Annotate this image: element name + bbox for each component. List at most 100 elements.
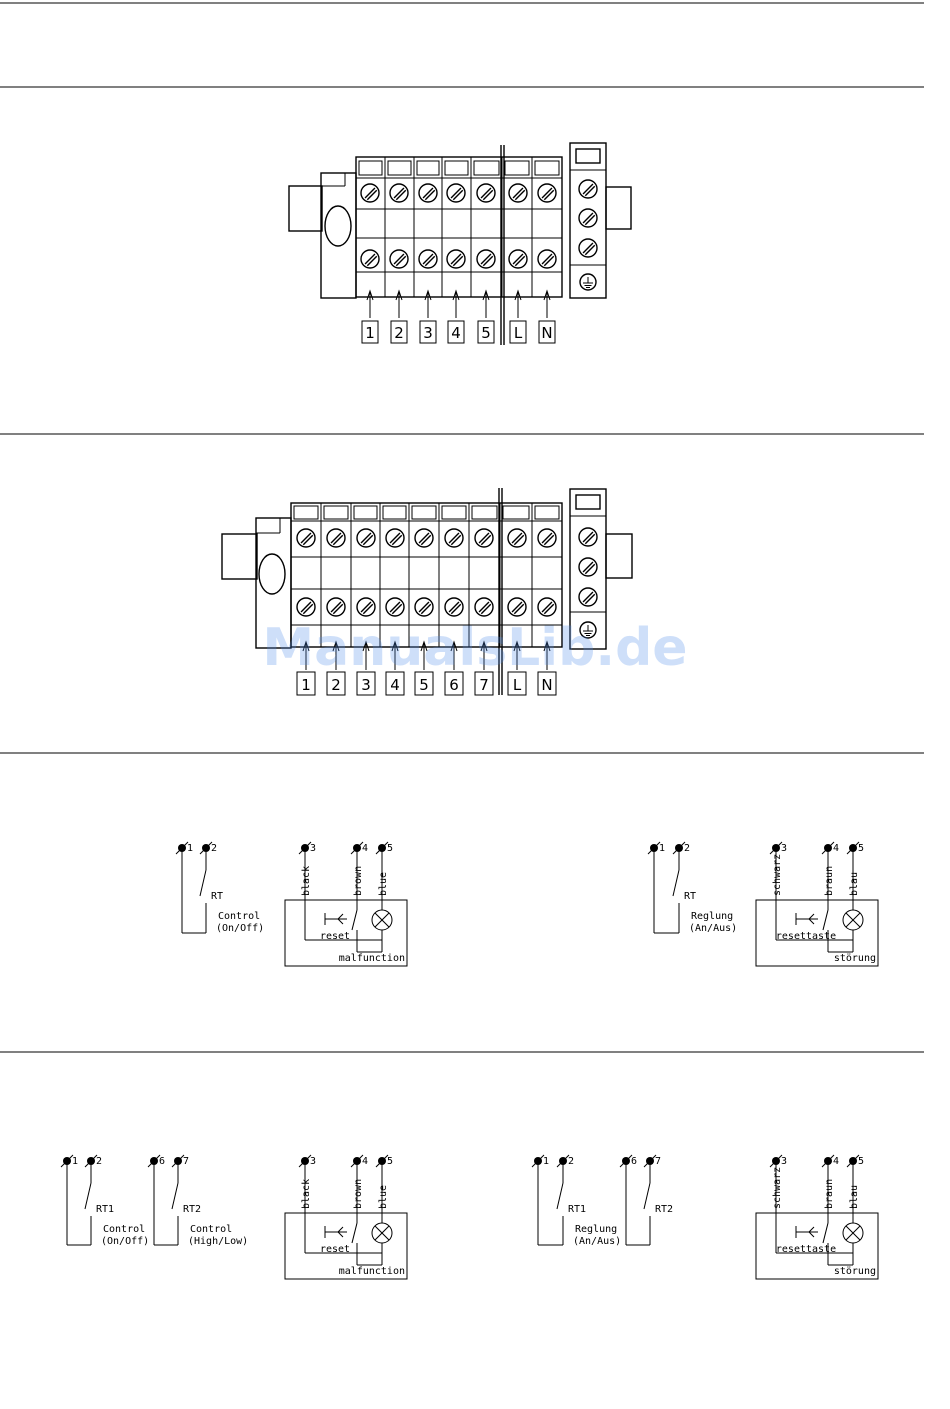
thermostat-label: RT <box>211 891 223 902</box>
terminal-label-box <box>356 671 376 696</box>
reset-button-icon <box>324 913 347 925</box>
screw-icon <box>360 183 380 203</box>
lamp-label: malfunction <box>339 1266 405 1277</box>
terminal-label: 4 <box>390 676 400 694</box>
device-box <box>755 899 879 967</box>
switch-contact <box>643 1182 651 1210</box>
screw-icon <box>389 183 409 203</box>
arrow-head-icon <box>480 640 488 652</box>
terminal-label-box <box>326 671 346 696</box>
reset-button-icon <box>795 913 818 925</box>
screw-icon <box>296 597 316 617</box>
terminal-number: 3 <box>781 843 787 854</box>
terminal-label: 3 <box>423 324 433 342</box>
control-label: Reglung <box>691 911 733 922</box>
terminal-tab <box>473 160 500 176</box>
wire-color-label: blue <box>378 872 389 896</box>
control-label: Control <box>190 1224 232 1235</box>
screw-icon <box>414 597 434 617</box>
wire-color-label: brown <box>353 1179 364 1209</box>
wire-color-label: brown <box>353 866 364 896</box>
terminal-tab <box>323 505 349 520</box>
terminal-label-box <box>509 320 527 344</box>
terminal-number: 4 <box>833 1156 839 1167</box>
reset-switch <box>351 909 358 931</box>
terminal-tab <box>534 505 560 520</box>
terminal-tab <box>293 505 319 520</box>
terminal-label: 1 <box>301 676 311 694</box>
terminal-label-box <box>444 671 464 696</box>
screw-icon <box>578 527 598 547</box>
terminal-number: 2 <box>684 843 690 854</box>
control-mode-label: (On/Off) <box>101 1236 149 1247</box>
screw-icon <box>507 528 527 548</box>
control-mode-label: (An/Aus) <box>573 1236 621 1247</box>
arrow-head-icon <box>391 640 399 652</box>
arrow-head-icon <box>543 289 551 301</box>
device-box <box>284 899 408 967</box>
arrow-head-icon <box>424 289 432 301</box>
screw-icon <box>537 249 557 269</box>
terminal-number: 1 <box>659 843 665 854</box>
terminal-label: L <box>513 676 522 694</box>
terminal-label-box <box>507 671 527 696</box>
reset-label: reset <box>320 931 350 942</box>
screw-icon <box>476 249 496 269</box>
terminal-label: 2 <box>394 324 404 342</box>
screw-icon <box>578 179 598 199</box>
arrow-head-icon <box>302 640 310 652</box>
terminal-number: 4 <box>362 1156 368 1167</box>
terminal-label: 6 <box>449 676 459 694</box>
control-label: Control <box>218 911 260 922</box>
terminal-tab <box>504 160 530 176</box>
lamp-label: malfunction <box>339 953 405 964</box>
wire-color-label: blue <box>378 1185 389 1209</box>
terminal-label: 2 <box>331 676 341 694</box>
lamp-label: störung <box>834 953 876 964</box>
screw-icon <box>356 528 376 548</box>
switch-contact <box>199 869 207 897</box>
switch-contact <box>672 869 680 897</box>
terminal-number: 5 <box>858 843 864 854</box>
screw-icon <box>296 528 316 548</box>
arrow-head-icon <box>362 640 370 652</box>
terminal-label-box <box>361 320 379 344</box>
ground-icon <box>579 621 597 639</box>
terminal-label-box <box>474 671 494 696</box>
reset-switch <box>822 1222 829 1244</box>
terminal-number: 7 <box>183 1156 189 1167</box>
screw-icon <box>578 557 598 577</box>
screw-icon <box>385 597 405 617</box>
arrow-head-icon <box>420 640 428 652</box>
wire-color-label: schwarz <box>772 1167 783 1209</box>
screw-icon <box>444 528 464 548</box>
reset-switch <box>822 909 829 931</box>
reset-label: resettaste <box>776 1244 836 1255</box>
terminal-tab <box>441 505 467 520</box>
terminal-tab <box>382 505 407 520</box>
terminal-label: L <box>514 324 523 342</box>
warning-lamp-icon <box>371 1222 393 1244</box>
screw-icon <box>389 249 409 269</box>
control-mode-label: (An/Aus) <box>689 923 737 934</box>
screw-icon <box>474 597 494 617</box>
screw-icon <box>360 249 380 269</box>
reset-label: reset <box>320 1244 350 1255</box>
arrow-head-icon <box>543 640 551 652</box>
switch-contact <box>556 1182 564 1210</box>
arrow-head-icon <box>366 289 374 301</box>
terminal-number: 1 <box>187 843 193 854</box>
terminal-number: 6 <box>159 1156 165 1167</box>
terminal-number: 3 <box>781 1156 787 1167</box>
screw-icon <box>507 597 527 617</box>
terminal-number: 2 <box>568 1156 574 1167</box>
arrow-head-icon <box>395 289 403 301</box>
switch-contact <box>84 1182 92 1210</box>
terminal-label-box <box>538 320 556 344</box>
terminal-number: 4 <box>833 843 839 854</box>
wire-color-label: black <box>301 1179 312 1209</box>
reset-button-icon <box>795 1226 818 1238</box>
